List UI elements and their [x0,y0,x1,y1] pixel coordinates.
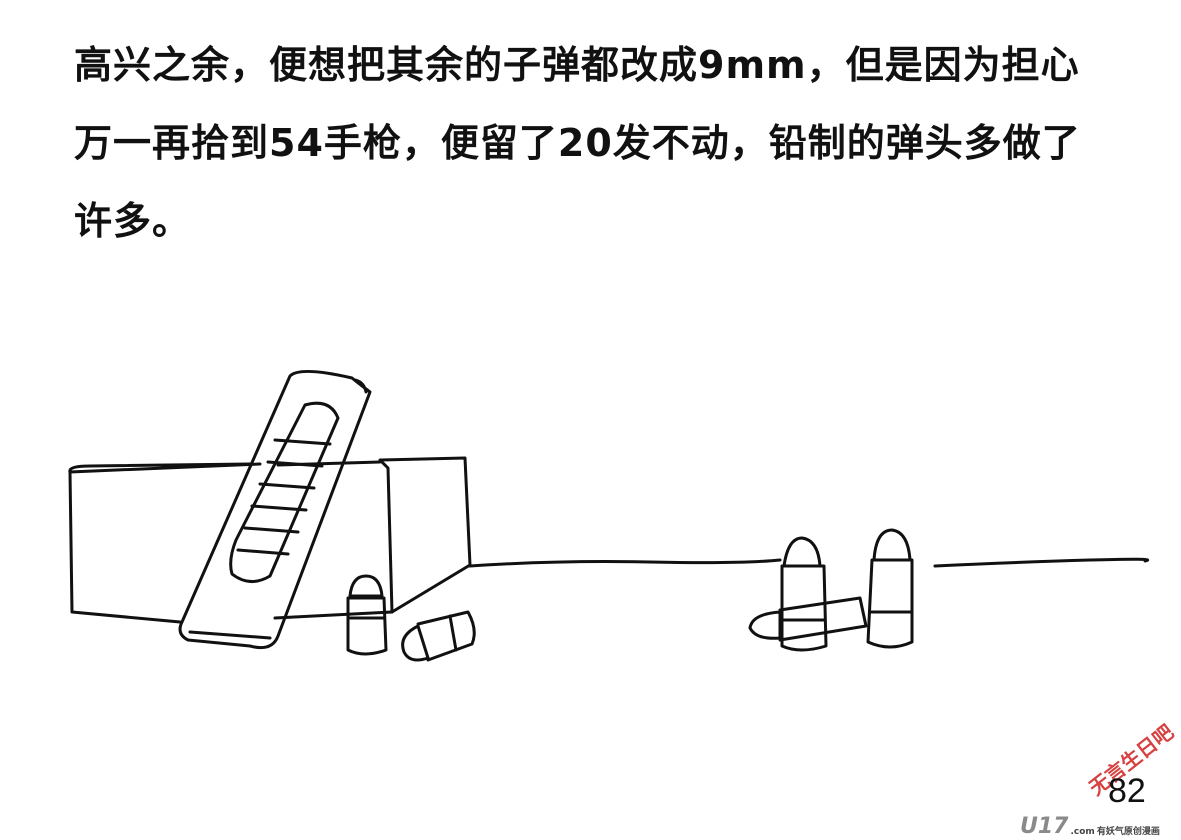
ammo-box [68,456,472,624]
caption-text: 高兴之余，便想把其余的子弹都改成9mm，但是因为担心 万一再拾到54手枪，便留了… [74,26,1134,260]
logo-mark: U17 [1020,814,1069,839]
caption-line-3: 许多。 [74,199,192,243]
ground-line [468,558,782,568]
bullet-lying-left [401,610,476,662]
bullet-group-right [748,528,914,652]
caption-line-1: 高兴之余，便想把其余的子弹都改成9mm，但是因为担心 [74,43,1080,87]
logo-domain: .com [1070,827,1095,837]
bullet-standing-left [346,574,388,656]
logo-tagline: 有妖气原创漫画 [1096,827,1160,837]
magazine [178,369,372,650]
page-number: 82 [1108,772,1146,810]
ground-line-right [933,557,1149,568]
u17-logo: U17 .com 有妖气原创漫画 [1020,814,1160,838]
caption-line-2: 万一再拾到54手枪，便留了20发不动，铅制的弹头多做了 [74,121,1081,165]
